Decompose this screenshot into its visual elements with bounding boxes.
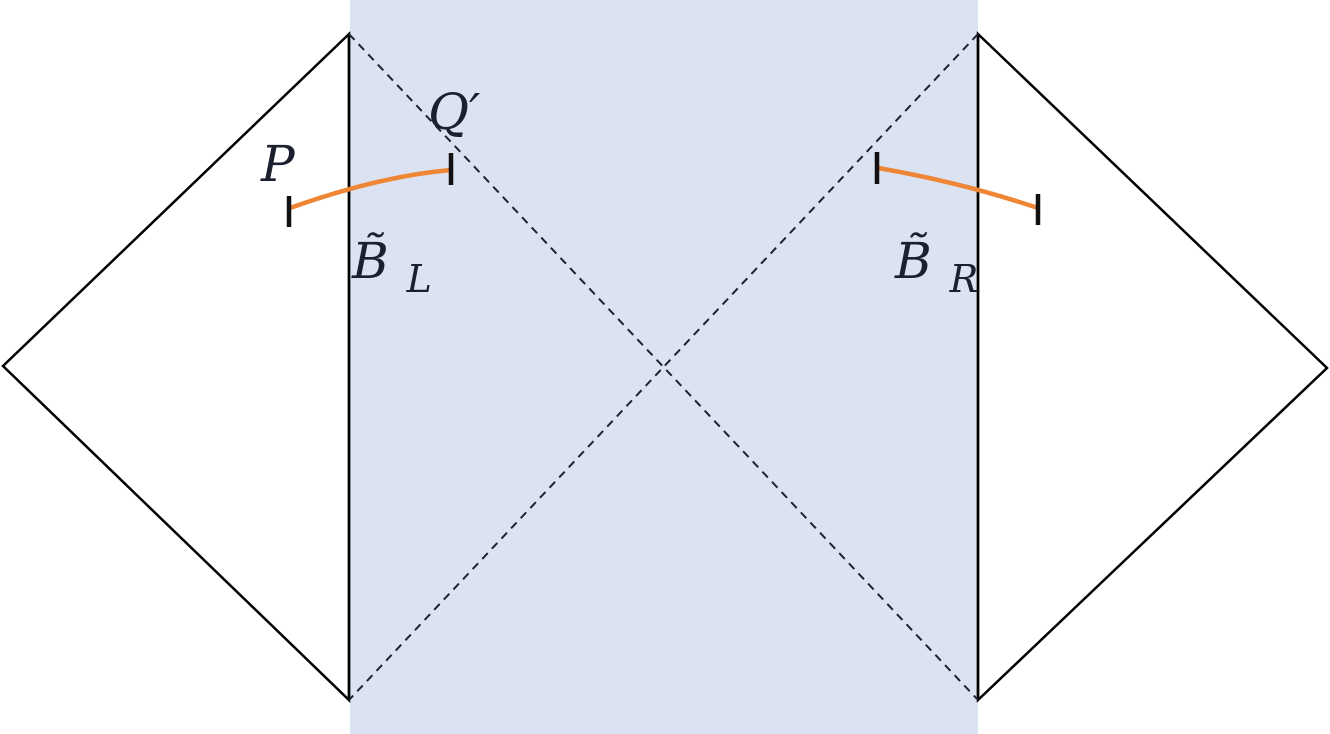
right-curve (875, 165, 1041, 211)
label-q-prime: Q′ (428, 83, 481, 141)
label-b-tilde-r-sub: R (949, 257, 979, 301)
left-curve (287, 167, 454, 211)
horizon-dashed-left-top-to-right-bottom (348, 33, 979, 701)
label-b-tilde-l-base: B̃ (351, 231, 389, 290)
label-b-tilde-r-base: B̃ (894, 231, 932, 290)
shaded-region (350, 0, 978, 734)
label-p: P (260, 135, 296, 193)
left-region-boundary (1, 31, 351, 703)
horizon-dashed-right-top-to-left-bottom (348, 33, 979, 701)
label-b-tilde-l-sub: L (406, 257, 432, 301)
label-b-tilde-l: B̃ L (351, 231, 432, 301)
right-region-boundary (976, 31, 1329, 703)
label-b-tilde-r: B̃ R (894, 231, 978, 301)
